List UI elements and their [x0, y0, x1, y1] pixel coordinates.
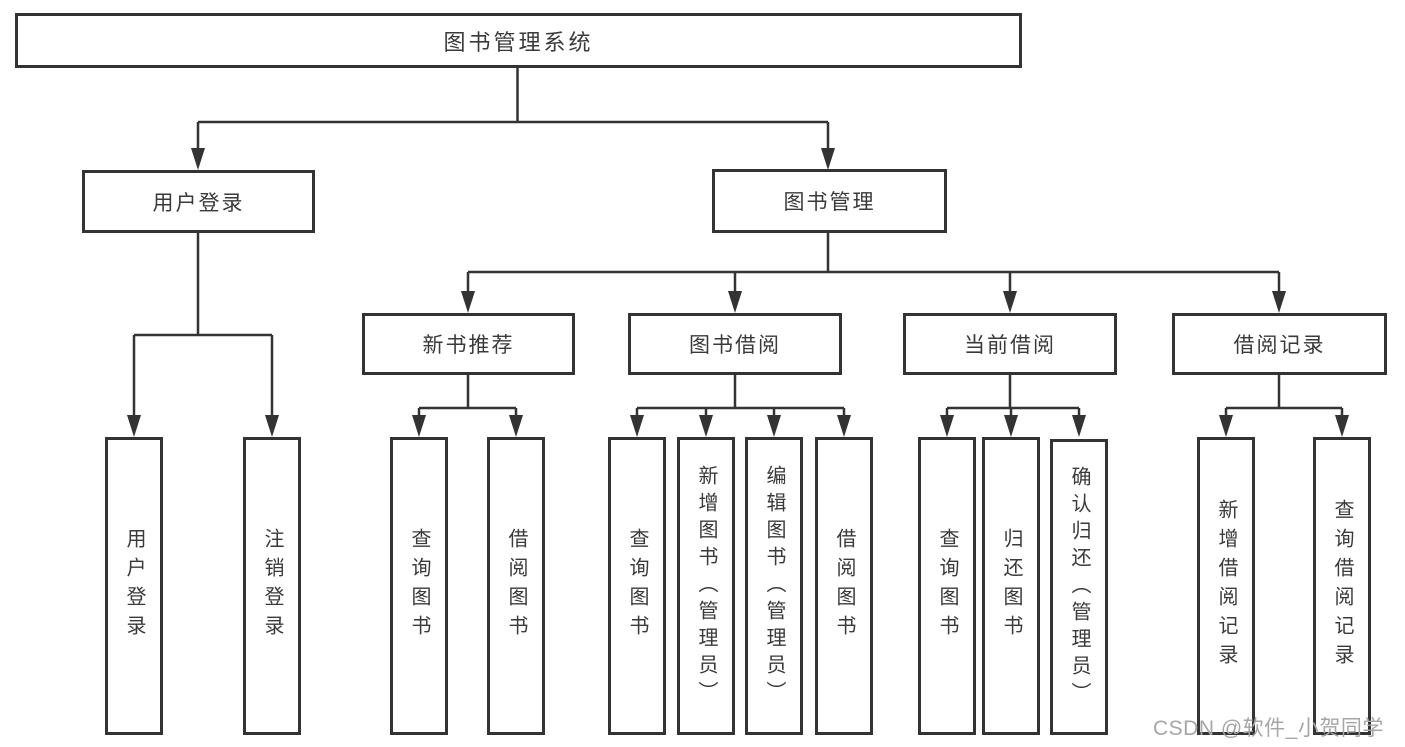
node-rec-borrow-books: 借阅图书	[487, 437, 545, 735]
node-user-login: 用户登录	[82, 170, 315, 233]
node-borrowing-records: 借阅记录	[1172, 313, 1387, 375]
node-logout: 注销登录	[243, 437, 301, 735]
node-new-book-recommendation: 新书推荐	[362, 313, 575, 375]
csdn-watermark: CSDN @软件_小贺同学	[1153, 717, 1384, 740]
node-borrow-query-books: 查询图书	[608, 437, 666, 735]
node-book-management: 图书管理	[712, 169, 947, 233]
node-root: 图书管理系统	[15, 13, 1022, 68]
node-edit-book-admin: 编辑图书（管理员）	[745, 437, 803, 735]
node-add-borrow-record: 新增借阅记录	[1197, 437, 1255, 735]
node-rec-query-books: 查询图书	[390, 437, 448, 735]
node-add-book-admin: 新增图书（管理员）	[677, 437, 735, 735]
node-borrow-borrow-books: 借阅图书	[815, 437, 873, 735]
node-user-login-leaf: 用户登录	[105, 437, 163, 735]
node-current-borrowing: 当前借阅	[903, 313, 1117, 375]
node-query-borrow-record: 查询借阅记录	[1313, 437, 1371, 735]
node-current-query-books: 查询图书	[918, 437, 976, 735]
node-return-books: 归还图书	[982, 437, 1040, 735]
node-confirm-return-admin: 确认归还（管理员）	[1050, 439, 1108, 735]
node-book-borrowing: 图书借阅	[628, 313, 842, 375]
